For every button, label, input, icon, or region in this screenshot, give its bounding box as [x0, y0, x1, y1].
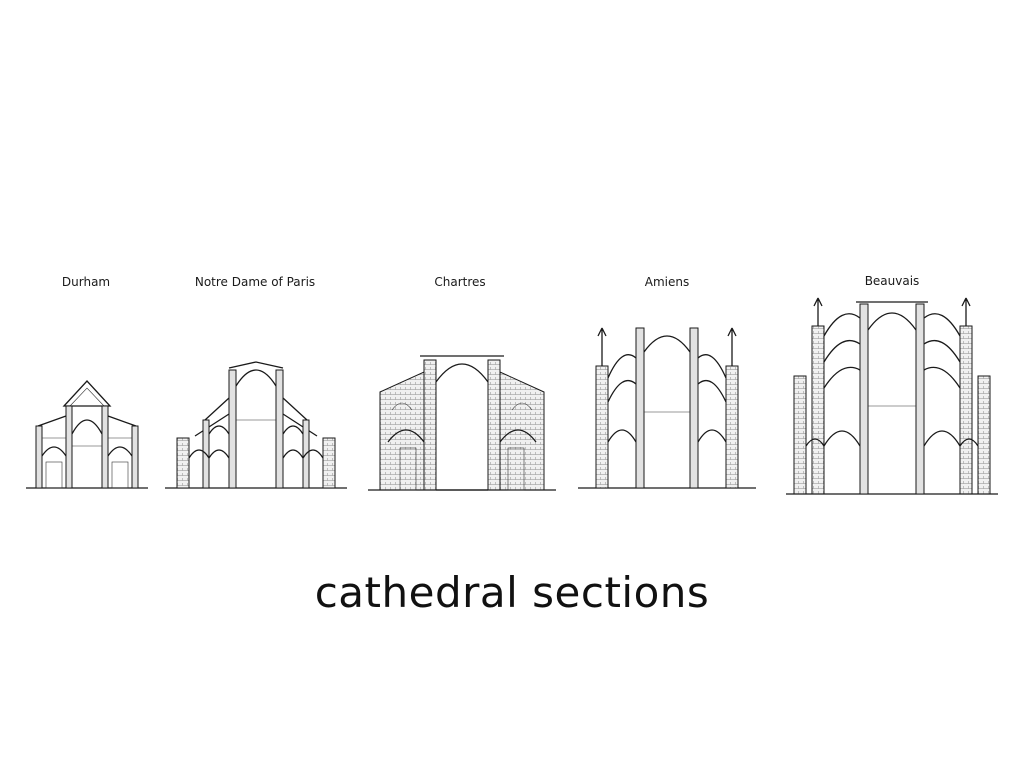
- notre-dame-section-drawing: [165, 361, 347, 489]
- label-durham: Durham: [61, 275, 111, 289]
- slide-title: cathedral sections: [314, 568, 710, 617]
- label-chartres: Chartres: [434, 275, 486, 289]
- beauvais-section-drawing: [786, 297, 998, 495]
- durham-section-drawing: [26, 380, 148, 489]
- label-beauvais: Beauvais: [864, 274, 920, 288]
- amiens-section-drawing: [578, 327, 756, 489]
- chartres-section-drawing: [368, 355, 556, 491]
- label-notre-dame: Notre Dame of Paris: [194, 275, 316, 289]
- label-amiens: Amiens: [644, 275, 690, 289]
